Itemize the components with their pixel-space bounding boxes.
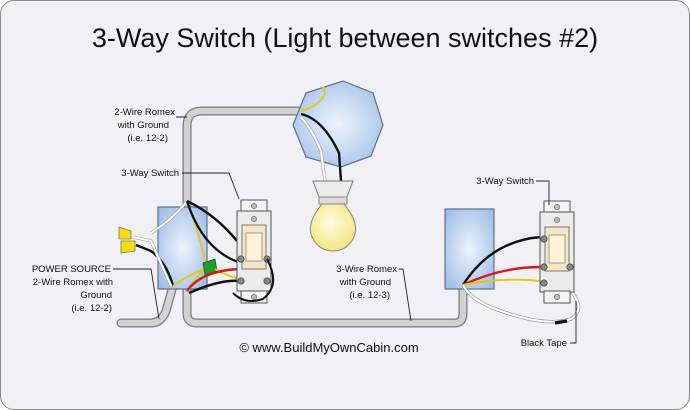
label-power-source-1: POWER SOURCE (32, 264, 111, 275)
power-hot-wire (135, 243, 175, 287)
cable-romex-between-switches (182, 285, 468, 328)
label-power-source-2: 2-Wire Romex with (33, 277, 113, 288)
label-switch-right: 3-Way Switch (476, 176, 534, 187)
copyright-text: © www.BuildMyOwnCabin.com (239, 340, 418, 355)
ground-wire-right (462, 278, 542, 286)
label-romex-mid-2: with Ground (339, 277, 391, 288)
light-bulb (309, 180, 357, 252)
label-power-source-4: (i.e. 12-2) (71, 303, 112, 314)
wire-nut-yellow-top (118, 226, 132, 240)
label-romex-mid-1: 3-Wire Romex (336, 264, 397, 275)
label-switch-left: 3-Way Switch (121, 168, 179, 179)
black-tape-mark (554, 319, 568, 325)
traveler-black-right (461, 235, 542, 286)
label-romex-top-1: 2-Wire Romex (114, 107, 175, 118)
label-black-tape: Black Tape (521, 338, 567, 349)
label-romex-mid-3: (i.e. 12-3) (349, 290, 390, 301)
traveler-red-right (462, 265, 542, 287)
power-neutral-wire (132, 236, 172, 287)
neutral-wire-light (300, 116, 327, 182)
wire-nut-yellow-bottom (120, 240, 136, 254)
neutral-remarked-wire (462, 284, 580, 323)
light-fixture-box (292, 80, 384, 168)
cable-power-source (116, 281, 178, 328)
leader-lines (113, 116, 577, 344)
diagram-title: 3-Way Switch (Light between switches #2) (91, 23, 599, 53)
label-romex-top-2: with Ground (117, 120, 169, 131)
left-3-way-switch (236, 199, 272, 304)
cable-romex-to-light (182, 106, 301, 291)
label-romex-top-3: (i.e. 12-2) (127, 133, 168, 144)
label-power-source-3: Ground (80, 290, 112, 301)
right-3-way-switch (539, 200, 575, 304)
hot-wire-light (300, 112, 343, 182)
ground-wire-light (300, 86, 326, 112)
